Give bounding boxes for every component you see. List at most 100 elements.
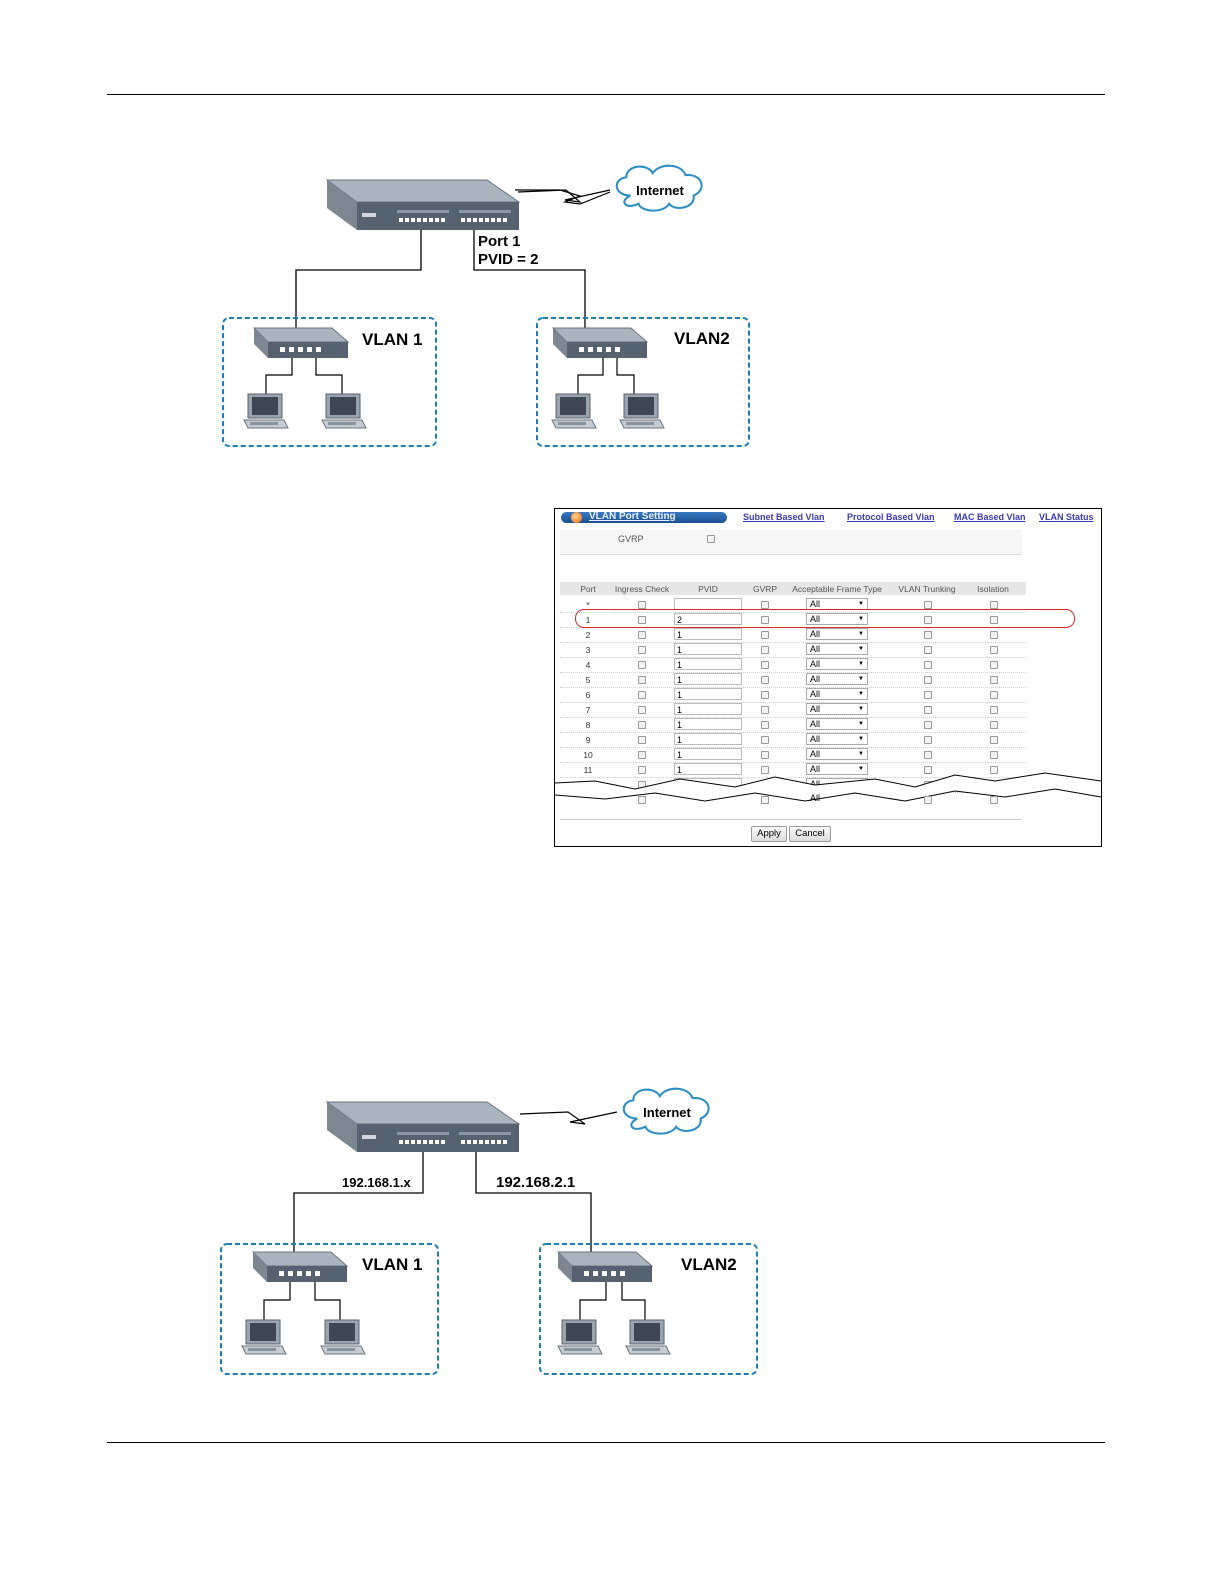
frame-type-select[interactable]: All▼: [806, 658, 868, 670]
ingress-check-checkbox[interactable]: [638, 616, 646, 624]
vlan-trunking-checkbox[interactable]: [924, 691, 932, 699]
ingress-check-checkbox[interactable]: [638, 796, 646, 804]
pvid-input[interactable]: 1: [674, 763, 742, 775]
frame-type-select[interactable]: All▼: [806, 673, 868, 685]
tab-protocol-based-vlan[interactable]: Protocol Based Vlan: [847, 512, 935, 522]
pvid-input[interactable]: 1: [674, 628, 742, 640]
tab-mac-based-vlan[interactable]: MAC Based Vlan: [954, 512, 1026, 522]
gvrp-checkbox[interactable]: [707, 535, 715, 543]
ingress-check-checkbox[interactable]: [638, 661, 646, 669]
vlan-trunking-checkbox[interactable]: [924, 601, 932, 609]
gvrp-port-checkbox[interactable]: [761, 691, 769, 699]
ingress-check-checkbox[interactable]: [638, 691, 646, 699]
vlan-trunking-checkbox[interactable]: [924, 661, 932, 669]
gvrp-port-checkbox[interactable]: [761, 631, 769, 639]
pvid-input[interactable]: 2: [674, 613, 742, 625]
isolation-checkbox[interactable]: [990, 616, 998, 624]
frame-type-select[interactable]: All: [810, 793, 821, 803]
frame-type-select[interactable]: All▼: [806, 718, 868, 730]
gvrp-port-checkbox[interactable]: [761, 616, 769, 624]
table-header: Port Ingress Check PVID GVRP Acceptable …: [560, 582, 1026, 595]
ingress-check-checkbox[interactable]: [638, 631, 646, 639]
port-number: 6: [585, 690, 591, 700]
gvrp-port-checkbox[interactable]: [761, 766, 769, 774]
vlan2-gateway-label: 192.168.2.1: [496, 1174, 575, 1191]
isolation-checkbox[interactable]: [990, 601, 998, 609]
isolation-checkbox[interactable]: [990, 736, 998, 744]
pvid-input[interactable]: 1: [674, 703, 742, 715]
frame-type-value: All: [810, 689, 821, 699]
gvrp-port-checkbox[interactable]: [761, 796, 769, 804]
isolation-checkbox[interactable]: [990, 721, 998, 729]
vlan2-switch-icon: [557, 1251, 653, 1283]
frame-type-select[interactable]: All▼: [806, 763, 868, 775]
gvrp-port-checkbox[interactable]: [761, 751, 769, 759]
gvrp-port-checkbox[interactable]: [761, 646, 769, 654]
vlan-trunking-checkbox[interactable]: [924, 616, 932, 624]
ingress-check-checkbox[interactable]: [638, 706, 646, 714]
tab-vlan-status[interactable]: VLAN Status: [1039, 512, 1094, 522]
ingress-check-checkbox[interactable]: [638, 736, 646, 744]
chevron-down-icon: ▼: [858, 646, 864, 652]
table-row-last: All: [560, 793, 1026, 806]
ingress-check-checkbox[interactable]: [638, 646, 646, 654]
frame-type-select[interactable]: All▼: [806, 688, 868, 700]
ingress-check-checkbox[interactable]: [638, 676, 646, 684]
isolation-checkbox[interactable]: [990, 766, 998, 774]
vlan-trunking-checkbox[interactable]: [924, 676, 932, 684]
port-number: *: [586, 600, 590, 610]
vlan-trunking-checkbox[interactable]: [924, 736, 932, 744]
pvid-input[interactable]: 1: [674, 733, 742, 745]
isolation-checkbox[interactable]: [990, 661, 998, 669]
port-number: 10: [583, 750, 593, 760]
frame-type-select[interactable]: All▼: [806, 703, 868, 715]
pvid-input[interactable]: 1: [674, 643, 742, 655]
gvrp-port-checkbox[interactable]: [761, 661, 769, 669]
frame-type-select[interactable]: All ▼: [806, 643, 868, 655]
isolation-checkbox[interactable]: [990, 751, 998, 759]
gvrp-port-checkbox[interactable]: [761, 601, 769, 609]
pvid-input[interactable]: 1: [674, 673, 742, 685]
isolation-checkbox[interactable]: [990, 631, 998, 639]
frame-type-select[interactable]: All▼: [806, 733, 868, 745]
isolation-checkbox[interactable]: [990, 646, 998, 654]
apply-button[interactable]: Apply: [751, 826, 787, 842]
vlan-trunking-checkbox[interactable]: [924, 751, 932, 759]
cancel-button[interactable]: Cancel: [789, 826, 831, 842]
pvid-input[interactable]: 1: [674, 748, 742, 760]
isolation-checkbox[interactable]: [990, 676, 998, 684]
ingress-check-checkbox[interactable]: [638, 601, 646, 609]
vlan-trunking-checkbox[interactable]: [924, 646, 932, 654]
pvid-input[interactable]: 1: [674, 688, 742, 700]
tab-subnet-based-vlan[interactable]: Subnet Based Vlan: [743, 512, 825, 522]
vlan-trunking-checkbox[interactable]: [924, 631, 932, 639]
frame-type-select[interactable]: All▼: [806, 748, 868, 760]
chevron-down-icon: ▼: [858, 766, 864, 772]
ingress-check-checkbox[interactable]: [638, 751, 646, 759]
header-rule: [107, 94, 1105, 95]
frame-type-value: All: [810, 644, 821, 654]
vlan-trunking-checkbox[interactable]: [924, 796, 932, 804]
vlan1-label: VLAN 1: [362, 1255, 422, 1274]
frame-type-select[interactable]: All▼: [806, 613, 868, 625]
vlan-trunking-checkbox[interactable]: [924, 766, 932, 774]
vlan2-switch-icon: [552, 327, 648, 359]
pvid-input[interactable]: 1: [674, 658, 742, 670]
ingress-check-checkbox[interactable]: [638, 766, 646, 774]
vlan1-switch-icon: [252, 1251, 348, 1283]
gvrp-port-checkbox[interactable]: [761, 706, 769, 714]
gvrp-port-checkbox[interactable]: [761, 721, 769, 729]
isolation-checkbox[interactable]: [990, 691, 998, 699]
frame-type-select[interactable]: All▼: [806, 628, 868, 640]
tab-vlan-port-setting[interactable]: VLAN Port Setting: [561, 511, 727, 523]
gvrp-port-checkbox[interactable]: [761, 736, 769, 744]
gvrp-port-checkbox[interactable]: [761, 676, 769, 684]
vlan-trunking-checkbox[interactable]: [924, 706, 932, 714]
isolation-checkbox[interactable]: [990, 796, 998, 804]
isolation-checkbox[interactable]: [990, 706, 998, 714]
vlan-trunking-checkbox[interactable]: [924, 721, 932, 729]
ingress-check-checkbox[interactable]: [638, 721, 646, 729]
gvrp-label: GVRP: [618, 534, 644, 544]
pvid-input[interactable]: 1: [674, 718, 742, 730]
